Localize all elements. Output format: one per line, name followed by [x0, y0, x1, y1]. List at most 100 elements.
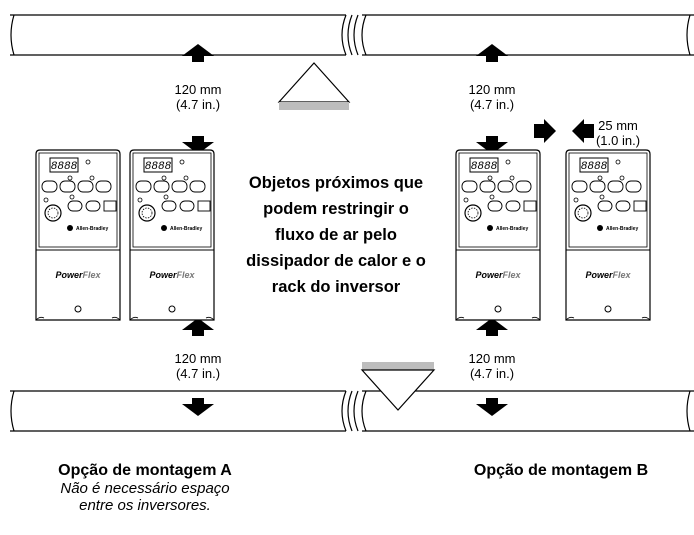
clearance-mm: 25 mm	[598, 118, 638, 133]
brand-label: Allen-Bradley	[170, 226, 202, 232]
clearance-mm: 120 mm	[468, 351, 516, 366]
option-a-title: Opção de montagem A	[58, 462, 232, 479]
indicator-led	[487, 175, 493, 181]
powerflex-logo: PowerFlex	[55, 270, 101, 280]
led-display	[143, 157, 173, 173]
obstruction-note: Objetos próximos que podem restringir o …	[226, 170, 446, 300]
option-b-title: Opção de montagem B	[473, 462, 649, 479]
speed-potentiometer	[44, 204, 62, 222]
keypad-button	[589, 180, 606, 193]
mounting-hole	[74, 305, 82, 313]
keypad-button	[179, 200, 195, 212]
keypad-button	[135, 180, 152, 193]
keypad-button	[633, 200, 647, 212]
bottom-obstruction-band	[10, 390, 694, 432]
note-line: podem restringir o	[263, 200, 409, 218]
clearance-mm: 120 mm	[174, 82, 222, 97]
keypad-panel	[132, 152, 212, 248]
clearance-top-right-label: 120 mm (4.7 in.)	[447, 82, 537, 112]
drive-body	[35, 149, 121, 321]
keypad-button	[615, 200, 631, 212]
note-line: fluxo de ar pelo	[275, 226, 397, 244]
mounting-hole	[168, 305, 176, 313]
speed-potentiometer	[138, 204, 156, 222]
arrow-up-icon	[476, 44, 508, 56]
clearance-in: (4.7 in.)	[175, 97, 221, 112]
clearance-mm: 120 mm	[468, 82, 516, 97]
arrow-up-icon	[182, 318, 214, 330]
powerflex-logo: PowerFlex	[475, 270, 521, 280]
option-a-note: Não é necessário espaço	[60, 480, 230, 497]
keypad-button	[85, 200, 101, 212]
keypad-button	[461, 180, 478, 193]
indicator-led	[67, 175, 73, 181]
brand-label: Allen-Bradley	[496, 226, 528, 232]
keypad-button	[487, 200, 503, 212]
keypad-panel	[458, 152, 538, 248]
display-digits: 8888	[581, 161, 608, 173]
powerflex-logo: PowerFlex	[149, 270, 195, 280]
clearance-side-label: 25 mm (1.0 in.)	[583, 118, 653, 148]
speed-potentiometer	[574, 204, 592, 222]
keypad-button	[479, 180, 496, 193]
keypad-button	[505, 200, 521, 212]
keypad-button	[67, 200, 83, 212]
clearance-in: (1.0 in.)	[595, 133, 641, 148]
note-line: dissipador de calor e o	[246, 252, 426, 270]
indicator-led	[161, 175, 167, 181]
arrow-down-icon	[476, 404, 508, 416]
keypad-button	[77, 180, 94, 193]
indicator-led	[505, 159, 511, 165]
clearance-mm: 120 mm	[174, 351, 222, 366]
mounting-hole	[604, 305, 612, 313]
option-a-note: entre os inversores.	[79, 497, 211, 514]
drive-body	[129, 149, 215, 321]
clearance-bottom-left-label: 120 mm (4.7 in.)	[153, 351, 243, 381]
indicator-led	[509, 175, 515, 181]
led-display	[579, 157, 609, 173]
drive-body	[455, 149, 541, 321]
indicator-led	[85, 159, 91, 165]
mounting-hole	[494, 305, 502, 313]
airflow-down-triangle	[360, 362, 436, 411]
keypad-button	[515, 180, 532, 193]
keypad-button	[161, 200, 177, 212]
drive-body	[565, 149, 651, 321]
arrow-down-icon	[476, 142, 508, 154]
note-line: rack do inversor	[271, 278, 401, 296]
clearance-in: (4.7 in.)	[175, 366, 221, 381]
keypad-button	[571, 180, 588, 193]
note-line: Objetos próximos que	[248, 174, 424, 192]
keypad-panel	[38, 152, 118, 248]
indicator-led	[597, 175, 603, 181]
keypad-button	[103, 200, 117, 212]
option-a-caption: Opção de montagem A Não é necessário esp…	[30, 462, 260, 514]
arrow-down-icon	[182, 404, 214, 416]
indicator-led	[179, 159, 185, 165]
indicator-led	[615, 159, 621, 165]
powerflex-logo: PowerFlex	[585, 270, 631, 280]
keypad-button	[189, 180, 206, 193]
keypad-button	[625, 180, 642, 193]
keypad-button	[597, 200, 613, 212]
brand-label: Allen-Bradley	[76, 226, 108, 232]
display-digits: 8888	[51, 161, 78, 173]
ab-logo	[67, 225, 73, 231]
arrow-up-icon	[476, 318, 508, 330]
arrow-down-icon	[182, 142, 214, 154]
clearance-top-left-label: 120 mm (4.7 in.)	[153, 82, 243, 112]
brand-label: Allen-Bradley	[606, 226, 638, 232]
indicator-led	[183, 175, 189, 181]
clearance-in: (4.7 in.)	[469, 97, 515, 112]
led-display	[469, 157, 499, 173]
display-digits: 8888	[145, 161, 172, 173]
option-b-caption: Opção de montagem B	[446, 462, 676, 480]
top-obstruction-band	[10, 14, 694, 56]
clearance-bottom-right-label: 120 mm (4.7 in.)	[447, 351, 537, 381]
speed-potentiometer	[464, 204, 482, 222]
